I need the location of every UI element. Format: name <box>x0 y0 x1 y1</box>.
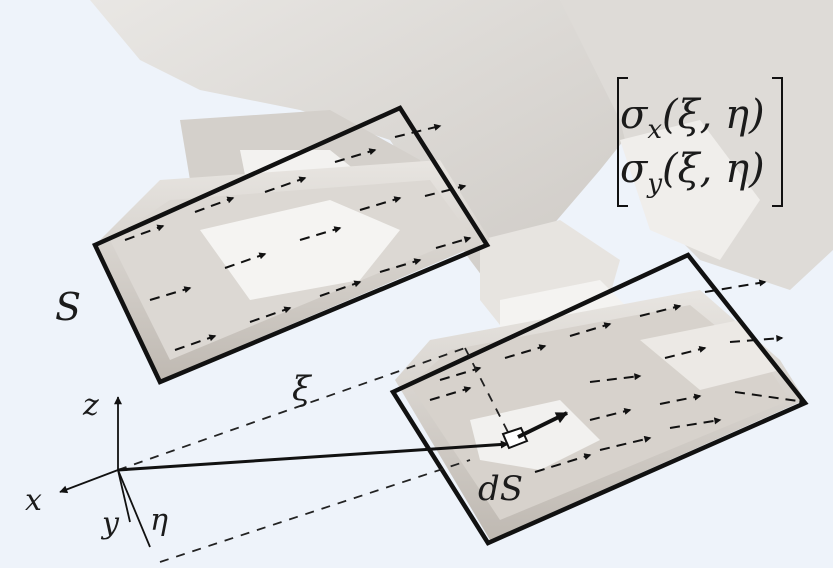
dashed-guides <box>117 347 513 563</box>
matrix-row-1-subscript: x <box>647 115 662 145</box>
foot-left-shading <box>95 160 490 380</box>
stress-matrix: σx(ξ, η) σy(ξ, η) <box>617 77 783 207</box>
label-dS: dS <box>478 469 523 509</box>
matrix-row-2-args: (ξ, η) <box>662 146 765 192</box>
label-axis-x: x <box>25 483 42 518</box>
position-vector <box>117 440 509 472</box>
label-axis-eta: η <box>150 503 168 538</box>
label-surface-S: S <box>55 285 81 329</box>
matrix-row-2: σy(ξ, η) <box>620 146 765 199</box>
coordinate-axes <box>59 396 151 548</box>
matrix-row-2-sigma: σ <box>620 146 649 192</box>
matrix-row-2-subscript: y <box>646 169 662 199</box>
label-axis-y: y <box>100 506 120 541</box>
stress-arrows-left <box>124 123 472 351</box>
contact-surface-left <box>91 105 491 385</box>
stress-arrows-right <box>429 279 807 473</box>
label-axis-z: z <box>82 388 99 423</box>
label-xi: ξ <box>292 369 313 409</box>
matrix-row-1-args: (ξ, η) <box>662 92 765 138</box>
matrix-row-1-sigma: σ <box>620 92 649 138</box>
matrix-row-1: σx(ξ, η) <box>620 92 765 145</box>
